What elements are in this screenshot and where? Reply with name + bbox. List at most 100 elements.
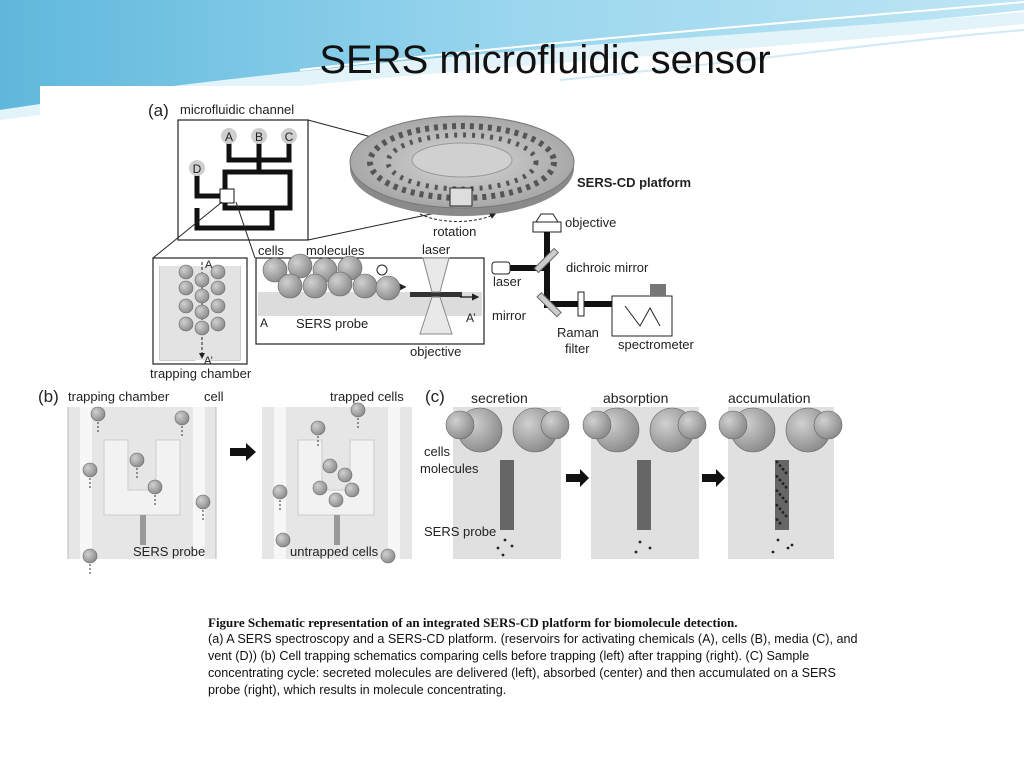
laser-detail-label: laser: [422, 242, 451, 257]
molecule-icon: [778, 493, 782, 496]
cell-icon: [337, 467, 353, 483]
molecules-c-label: molecules: [420, 461, 479, 476]
cell-icon: [174, 410, 190, 426]
cell-icon: [328, 492, 344, 508]
panel-c-label: (c): [425, 387, 445, 406]
cell-icon: [210, 280, 226, 296]
sers-cd-disc: [349, 115, 575, 216]
cell-icon: [275, 532, 291, 548]
caption-title: Figure Schematic representation of an in…: [208, 615, 738, 630]
trapping-chamber-marker: [219, 188, 235, 204]
molecule-icon: [781, 482, 785, 485]
section-a-label: A: [260, 316, 268, 330]
trapped-cells-label: trapped cells: [330, 389, 404, 404]
untrapped-cells-label: untrapped cells: [290, 544, 379, 559]
molecule-icon: [778, 507, 782, 511]
cell-icon: [287, 253, 313, 279]
sers-cd-platform-label: SERS-CD platform: [577, 175, 691, 190]
probe-absorption: [637, 460, 651, 530]
cells-c-label: cells: [424, 444, 451, 459]
cell-icon: [310, 420, 326, 436]
cell-icon: [352, 273, 378, 299]
panel-a-label: (a): [148, 101, 169, 120]
molecule-icon: [775, 475, 779, 478]
cell-icon: [272, 484, 288, 500]
optical-path: [491, 213, 673, 337]
reservoir-B: B: [251, 128, 267, 144]
cell-icon: [178, 298, 194, 314]
cell-icon: [194, 320, 210, 336]
cell-icon: [210, 264, 226, 280]
chamber-section-a: A: [205, 259, 213, 271]
secretion-label: secretion: [471, 390, 528, 406]
reservoir-A: A: [221, 128, 237, 144]
cell-icon: [677, 410, 707, 440]
molecule-icon: [496, 546, 500, 550]
raman-label: Raman: [557, 325, 599, 340]
chamber-section-a-prime: A’: [204, 355, 213, 367]
cell-icon: [277, 273, 303, 299]
probe-secretion: [500, 460, 514, 530]
cell-icon: [82, 548, 98, 564]
arrow-c2: [702, 469, 725, 487]
spectrometer-label: spectrometer: [618, 337, 695, 352]
molecule-icon: [790, 543, 794, 547]
molecule-icon: [781, 496, 785, 500]
cell-icon: [327, 271, 353, 297]
molecule-icon: [784, 485, 788, 489]
accumulation-label: accumulation: [728, 390, 811, 406]
cell-icon: [210, 316, 226, 332]
absorption-label: absorption: [603, 390, 668, 406]
filter-label: filter: [565, 341, 590, 356]
molecule-icon: [784, 514, 788, 518]
molecule-icon: [775, 503, 779, 507]
cell-icon: [344, 482, 360, 498]
cell-icon: [90, 406, 106, 422]
cell-icon: [350, 402, 366, 418]
cell-icon: [194, 304, 210, 320]
cell-icon: [375, 275, 401, 301]
reservoir-D: D: [189, 160, 205, 176]
microfluidic-channel-title: microfluidic channel: [180, 102, 294, 117]
svg-text:D: D: [193, 162, 202, 176]
svg-text:A: A: [225, 130, 233, 144]
cell-icon: [82, 462, 98, 478]
panel-b-label: (b): [38, 387, 59, 406]
cell-icon: [178, 280, 194, 296]
molecule-icon: [771, 550, 775, 554]
svg-text:C: C: [285, 130, 294, 144]
molecule-icon: [784, 500, 788, 503]
molecule-icon: [510, 544, 514, 548]
molecule-icon: [634, 550, 638, 554]
molecule-icon: [775, 518, 779, 521]
objective-label: objective: [565, 215, 616, 230]
cell-icon: [194, 288, 210, 304]
cell-icon: [540, 410, 570, 440]
objective-detail-label: objective: [410, 344, 461, 359]
cell-icon: [194, 272, 210, 288]
figure-caption: Figure Schematic representation of an in…: [208, 614, 868, 699]
cell-icon: [380, 548, 396, 564]
molecule-icon: [778, 521, 782, 525]
cell-icon: [178, 264, 194, 280]
molecule-icon: [775, 489, 779, 493]
background-swoosh: [0, 0, 1024, 120]
cell-icon: [178, 316, 194, 332]
cell-label: cell: [204, 389, 224, 404]
cell-icon: [813, 410, 843, 440]
cell-icon: [262, 257, 288, 283]
sers-probe-c-label: SERS probe: [424, 524, 496, 539]
laser-label: laser: [493, 274, 522, 289]
cell-icon: [312, 480, 328, 496]
section-a-prime-label: A’: [466, 311, 476, 325]
caption-body: (a) A SERS spectroscopy and a SERS-CD pl…: [208, 632, 858, 697]
molecule-icon: [781, 511, 785, 514]
cell-icon: [582, 410, 612, 440]
probe-accumulation: [775, 460, 789, 530]
cell-icon: [718, 410, 748, 440]
sers-probe-label: SERS probe: [296, 316, 368, 331]
arrow-c1: [566, 469, 589, 487]
panel-a: (a) microfluidic channel A B C D: [148, 101, 695, 381]
molecule-icon: [786, 546, 790, 550]
